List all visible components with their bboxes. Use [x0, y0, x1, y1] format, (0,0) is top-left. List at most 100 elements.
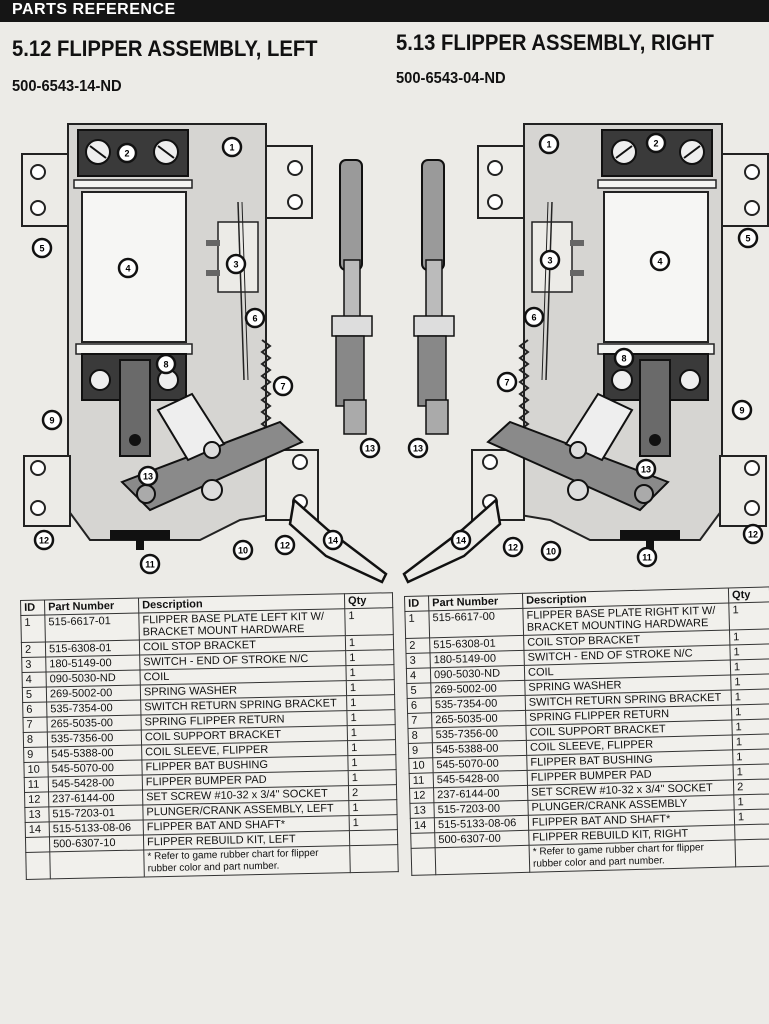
left-callout-9: 9	[41, 409, 63, 431]
row-id: 5	[22, 686, 47, 703]
row-id: 12	[409, 787, 434, 804]
row-id: 2	[405, 637, 430, 654]
row-qty: 2	[348, 784, 397, 801]
row-qty: 1	[349, 814, 398, 831]
left-plunger-rod-drawing	[331, 159, 373, 435]
right-callout-10: 13	[635, 458, 657, 480]
row-part-number: 515-6617-00	[428, 608, 524, 638]
right-callout-9: 9	[731, 399, 753, 421]
callout-number: 5	[745, 234, 750, 244]
row-id: 5	[406, 682, 432, 699]
right-callout-4: 4	[649, 250, 671, 272]
left-callout-10: 13	[137, 465, 159, 487]
callout-number: 12	[508, 543, 518, 553]
row-id: 4	[406, 667, 431, 684]
left-callout-14: 12	[274, 534, 296, 556]
right-callout-14: 12	[502, 536, 524, 558]
row-qty: 1	[731, 688, 769, 705]
id-column-header: ID	[404, 595, 429, 612]
callout-number: 4	[125, 264, 130, 274]
right-callout-7: 7	[496, 371, 518, 393]
left-callout-8: 8	[155, 353, 177, 375]
callout-number: 12	[748, 530, 758, 540]
row-part-number	[435, 845, 530, 875]
callout-number: 9	[49, 416, 54, 426]
callout-number: 11	[145, 560, 155, 570]
row-id: 7	[22, 716, 48, 733]
header-bar: PARTS REFERENCE	[0, 0, 769, 22]
callout-number: 6	[531, 313, 536, 323]
right-callout-11: 12	[742, 523, 764, 545]
left-callout-5: 5	[31, 237, 53, 259]
right-callout-16: 13	[407, 437, 429, 459]
left-callout-2: 2	[116, 142, 138, 164]
callout-number: 3	[233, 260, 238, 270]
row-qty: 1	[732, 748, 769, 765]
row-qty: 1	[347, 754, 397, 771]
callout-number: 4	[657, 257, 662, 267]
left-callout-4: 4	[117, 257, 139, 279]
row-id: 11	[409, 772, 434, 789]
row-qty	[734, 838, 769, 867]
callout-number: 6	[252, 314, 257, 324]
row-qty: 1	[734, 808, 769, 825]
callout-number: 11	[642, 553, 652, 563]
row-qty: 1	[344, 607, 394, 636]
callout-number: 8	[163, 360, 168, 370]
right-callout-15: 14	[450, 529, 472, 551]
left-callout-3: 3	[225, 253, 247, 275]
callout-number: 10	[238, 546, 248, 556]
row-id: 14	[25, 821, 50, 838]
left-callout-1: 1	[221, 136, 243, 158]
right-callout-6: 6	[523, 306, 545, 328]
callout-number: 1	[546, 140, 551, 150]
row-id: 3	[21, 656, 47, 673]
left-callout-16: 13	[359, 437, 381, 459]
callout-number: 10	[546, 547, 556, 557]
row-qty: 1	[345, 664, 395, 681]
row-id: 2	[21, 641, 46, 658]
left-callout-12: 10	[232, 539, 254, 561]
callout-number: 13	[641, 465, 651, 475]
row-qty	[349, 829, 398, 846]
qty-column-header: Qty	[728, 586, 769, 604]
left-callout-11: 12	[33, 529, 55, 551]
row-qty: 1	[345, 649, 394, 666]
callout-number: 13	[365, 444, 375, 454]
section-label: PARTS REFERENCE	[12, 1, 176, 18]
footnote: * Refer to game rubber chart for flipper…	[529, 839, 736, 873]
callout-number: 8	[621, 354, 626, 364]
left-callout-6: 6	[244, 307, 266, 329]
left-flipper-assembly-drawing	[20, 122, 388, 584]
left-callout-15: 14	[322, 529, 344, 551]
row-qty: 1	[733, 763, 769, 780]
callout-number: 3	[547, 256, 552, 266]
callout-number: 1	[229, 143, 234, 153]
row-id: 3	[406, 652, 431, 669]
callout-number: 13	[413, 444, 423, 454]
row-qty: 1	[348, 769, 397, 786]
row-id: 10	[23, 761, 49, 778]
row-id: 1	[404, 610, 430, 639]
left-callout-7: 7	[272, 375, 294, 397]
right-assembly-part-number: 500-6543-04-ND	[396, 70, 506, 87]
row-id	[410, 832, 436, 849]
row-qty: 1	[345, 634, 394, 651]
row-id: 9	[23, 746, 48, 763]
right-callout-5: 5	[737, 227, 759, 249]
row-qty: 2	[733, 778, 769, 795]
callout-number: 5	[39, 244, 44, 254]
callout-number: 12	[280, 541, 290, 551]
callout-number: 14	[456, 536, 466, 546]
row-qty: 1	[346, 694, 395, 711]
row-id: 10	[408, 757, 434, 774]
row-qty: 1	[729, 643, 769, 660]
right-callout-12: 10	[540, 540, 562, 562]
callout-number: 14	[328, 536, 338, 546]
row-id: 14	[410, 817, 435, 834]
row-qty: 1	[730, 673, 769, 690]
id-column-header: ID	[20, 599, 45, 616]
